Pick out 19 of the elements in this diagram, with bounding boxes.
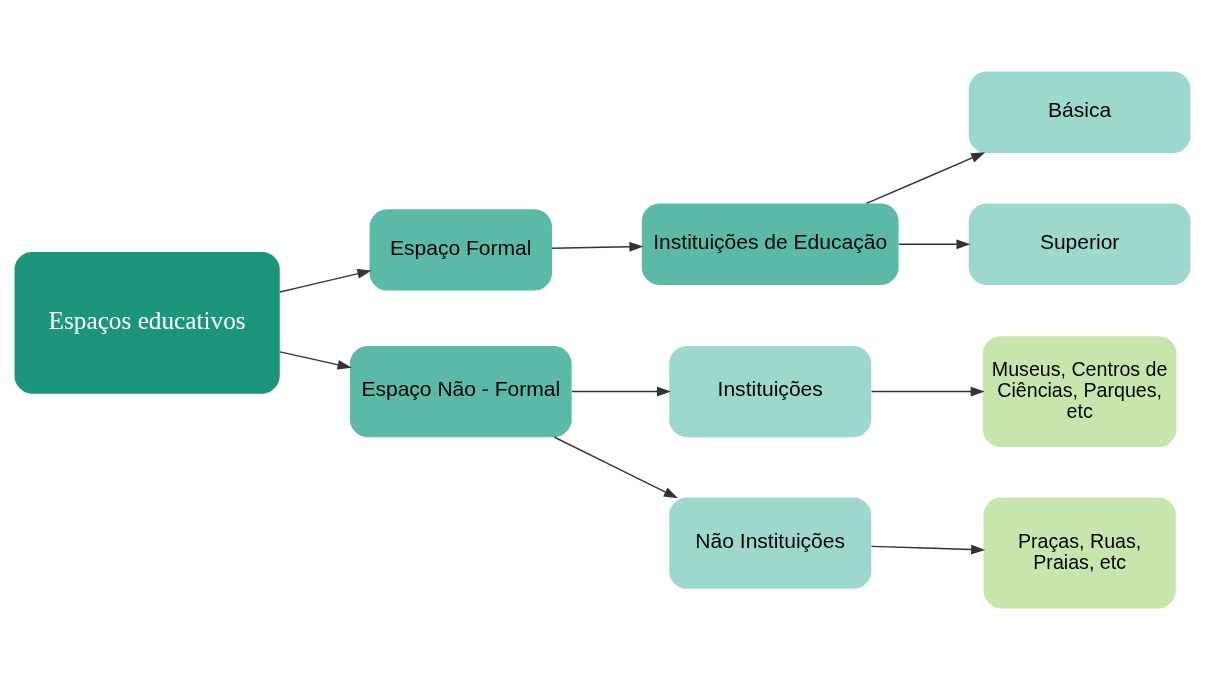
node-box: Superior <box>968 203 1191 285</box>
node-box: Espaço Não - Formal <box>349 345 572 437</box>
arrow <box>865 151 986 204</box>
node-box: Básica <box>968 71 1191 153</box>
node-box: Praças, Ruas, Praias, etc <box>983 497 1176 608</box>
arrow <box>898 238 971 249</box>
arrow <box>279 350 352 369</box>
arrow <box>571 386 672 396</box>
arrow <box>551 241 644 252</box>
arrow <box>279 268 372 293</box>
arrow <box>870 386 985 396</box>
node-box: Instituições de Educação <box>641 203 899 285</box>
arrow <box>553 436 678 498</box>
node-box: Espaços educativos <box>14 251 280 394</box>
node-box: Instituições <box>669 345 872 437</box>
node-box: Espaço Formal <box>369 208 552 291</box>
node-box: Museus, Centros de Ciências, Parques, etc <box>982 335 1177 447</box>
arrow <box>870 544 986 554</box>
node-box: Não Instituições <box>669 497 872 589</box>
